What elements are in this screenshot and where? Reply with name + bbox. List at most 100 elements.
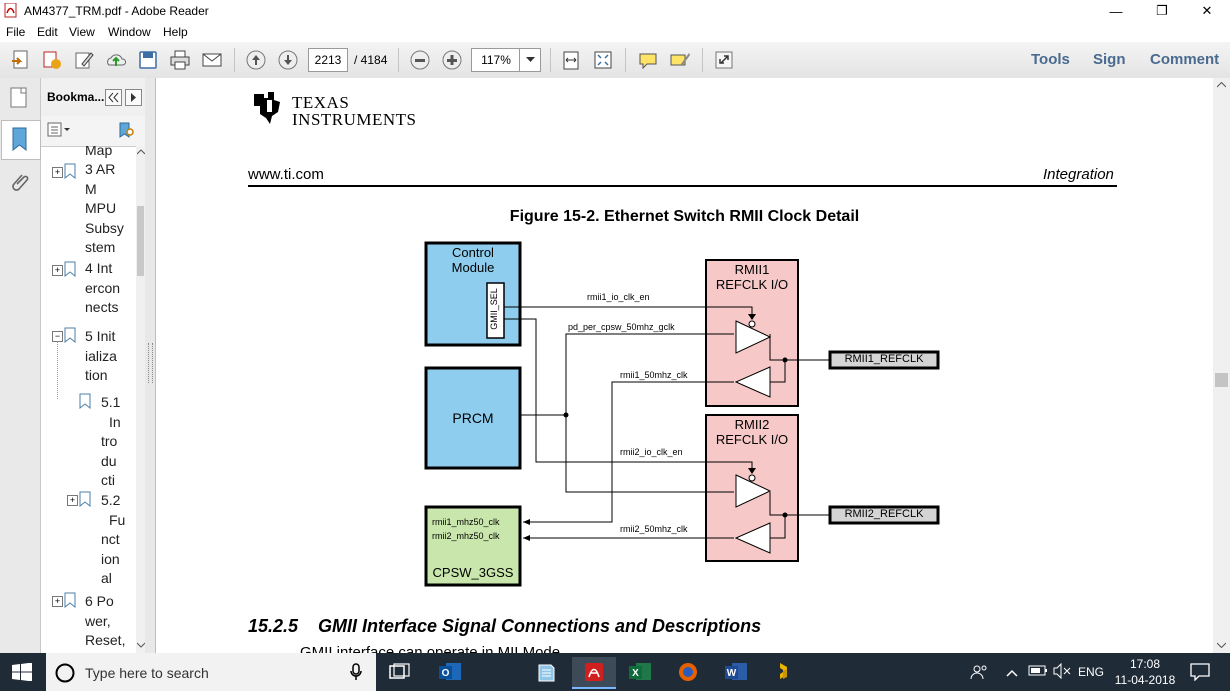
minimize-button[interactable]: —: [1109, 3, 1123, 19]
scroll-down-arrow-icon[interactable]: [137, 642, 145, 648]
window-title: AM4377_TRM.pdf - Adobe Reader: [24, 4, 209, 18]
expand-current-bookmark-button[interactable]: [117, 121, 135, 142]
rmii2-input-buffer: [734, 522, 771, 554]
attachments-icon[interactable]: [8, 170, 30, 197]
menu-view[interactable]: View: [69, 25, 95, 39]
bookmark-item-power-reset[interactable]: 6 Po wer, Reset,: [85, 592, 125, 651]
windows-logo-icon: [12, 662, 32, 682]
expand-view-icon[interactable]: [712, 48, 736, 72]
expand-toggle[interactable]: +: [52, 265, 63, 276]
bookmark-line: Subsy: [85, 219, 124, 236]
bookmark-search-icon: [119, 122, 134, 138]
email-icon[interactable]: [200, 48, 224, 72]
expand-toggle[interactable]: +: [67, 495, 78, 506]
header-url: www.ti.com: [248, 166, 324, 183]
app-s-icon[interactable]: [764, 657, 804, 687]
word-icon[interactable]: W: [716, 657, 756, 687]
notepad-icon[interactable]: [526, 657, 566, 687]
restore-button[interactable]: ❐: [1156, 3, 1168, 18]
bookmark-line: M: [85, 180, 97, 197]
cpsw-label: CPSW_3GSS: [432, 565, 514, 580]
menu-help[interactable]: Help: [163, 25, 188, 39]
fit-page-icon[interactable]: [591, 48, 615, 72]
expand-toggle[interactable]: +: [52, 167, 63, 178]
notifications-icon[interactable]: [1190, 663, 1210, 684]
previous-page-icon[interactable]: [244, 48, 268, 72]
rmii1-input-buffer: [734, 366, 771, 398]
menu-edit[interactable]: Edit: [37, 25, 58, 39]
comment-bubble-icon[interactable]: [636, 48, 660, 72]
highlight-icon[interactable]: [668, 48, 692, 72]
rmii2-output-buffer: [735, 474, 772, 508]
create-pdf-icon[interactable]: [8, 48, 32, 72]
bookmark-item-initialization[interactable]: 5 Init ializa tion: [85, 327, 117, 386]
page-total: / 4184: [354, 53, 388, 67]
chevron-up-icon[interactable]: [1006, 666, 1018, 680]
input-language[interactable]: ENG: [1078, 665, 1105, 679]
bookmark-item-interconnects[interactable]: 4 Int ercon nects: [85, 259, 120, 318]
edit-document-icon[interactable]: [72, 48, 96, 72]
expand-panel-button[interactable]: [125, 89, 142, 106]
page-thumbnails-icon[interactable]: [8, 86, 30, 113]
scroll-down-arrow-icon[interactable]: [1217, 642, 1226, 648]
bookmark-item-map[interactable]: Map: [85, 146, 113, 158]
zoom-dropdown-arrow[interactable]: [519, 48, 541, 72]
battery-icon[interactable]: [1028, 665, 1048, 680]
speaker-muted-icon[interactable]: [1053, 662, 1071, 682]
header-rule: [248, 185, 1117, 187]
menu-file[interactable]: File: [6, 25, 26, 39]
zoom-in-icon[interactable]: [440, 48, 464, 72]
sign-pane-button[interactable]: Sign: [1093, 51, 1126, 68]
panel-splitter[interactable]: [145, 78, 156, 653]
header-section: Integration: [1043, 166, 1114, 183]
cpsw-input-1-label: rmii1_mhz50_clk: [432, 517, 500, 527]
excel-icon[interactable]: X: [620, 657, 660, 687]
bookmarks-panel-title: Bookma...: [47, 90, 105, 104]
scrollbar-thumb[interactable]: [137, 206, 144, 276]
clock[interactable]: 17:08 11-04-2018: [1110, 656, 1180, 688]
start-button[interactable]: [12, 662, 32, 684]
bookmarks-tree: Map + 3 AR M MPU Subsy stem + 4 Int erco…: [41, 146, 135, 653]
firefox-icon[interactable]: [668, 657, 708, 687]
bookmark-line: MPU: [85, 200, 117, 216]
scroll-up-arrow-icon[interactable]: [137, 149, 145, 155]
tools-pane-button[interactable]: Tools: [1031, 51, 1070, 68]
rmii2-block-label-2: REFCLK I/O: [715, 432, 789, 447]
bookmark-line: wer,: [85, 612, 111, 629]
page-number-input[interactable]: 2213: [308, 48, 348, 72]
bookmark-item-functional[interactable]: 5.2 Fu nct ion al: [101, 491, 125, 589]
people-icon[interactable]: [970, 663, 988, 684]
print-icon[interactable]: [168, 48, 192, 72]
save-icon[interactable]: [136, 48, 160, 72]
zoom-out-icon[interactable]: [408, 48, 432, 72]
expand-toggle[interactable]: +: [52, 596, 63, 607]
combine-files-icon[interactable]: [40, 48, 64, 72]
upload-cloud-icon[interactable]: [104, 48, 128, 72]
bookmark-item-arm-mpu[interactable]: 3 AR M MPU Subsy stem: [85, 160, 124, 258]
scroll-up-arrow-icon[interactable]: [1217, 82, 1226, 88]
bookmark-line: ercon: [85, 279, 121, 296]
bookmark-item-introduction[interactable]: 5.1 In tro du cti: [101, 393, 121, 491]
next-page-icon[interactable]: [276, 48, 300, 72]
menu-window[interactable]: Window: [108, 25, 151, 39]
rmii1-block-label-2: REFCLK I/O: [715, 277, 789, 292]
bookmarks-tab[interactable]: [1, 120, 41, 160]
bookmarks-scrollbar[interactable]: [136, 146, 145, 653]
pd-per-cpsw-wire-2: [565, 415, 734, 493]
task-view-icon[interactable]: [380, 657, 420, 687]
svg-text:X: X: [632, 668, 639, 679]
zoom-level-select[interactable]: 117%: [471, 48, 521, 72]
document-scrollbar[interactable]: [1213, 78, 1230, 653]
close-button[interactable]: ✕: [1201, 3, 1213, 18]
taskbar-search-box[interactable]: Type here to search: [46, 653, 376, 691]
bookmark-options-button[interactable]: [47, 122, 71, 141]
comment-pane-button[interactable]: Comment: [1150, 51, 1220, 68]
collapse-panel-button[interactable]: [105, 89, 122, 106]
microphone-icon[interactable]: [350, 663, 362, 681]
section-title: GMII Interface Signal Connections and De…: [318, 616, 762, 636]
scrollbar-thumb[interactable]: [1215, 373, 1228, 387]
adobe-reader-taskbar-icon[interactable]: [572, 657, 616, 689]
fit-width-icon[interactable]: [559, 48, 583, 72]
bookmarks-toolbar: [41, 116, 145, 147]
outlook-icon[interactable]: O: [430, 657, 470, 687]
